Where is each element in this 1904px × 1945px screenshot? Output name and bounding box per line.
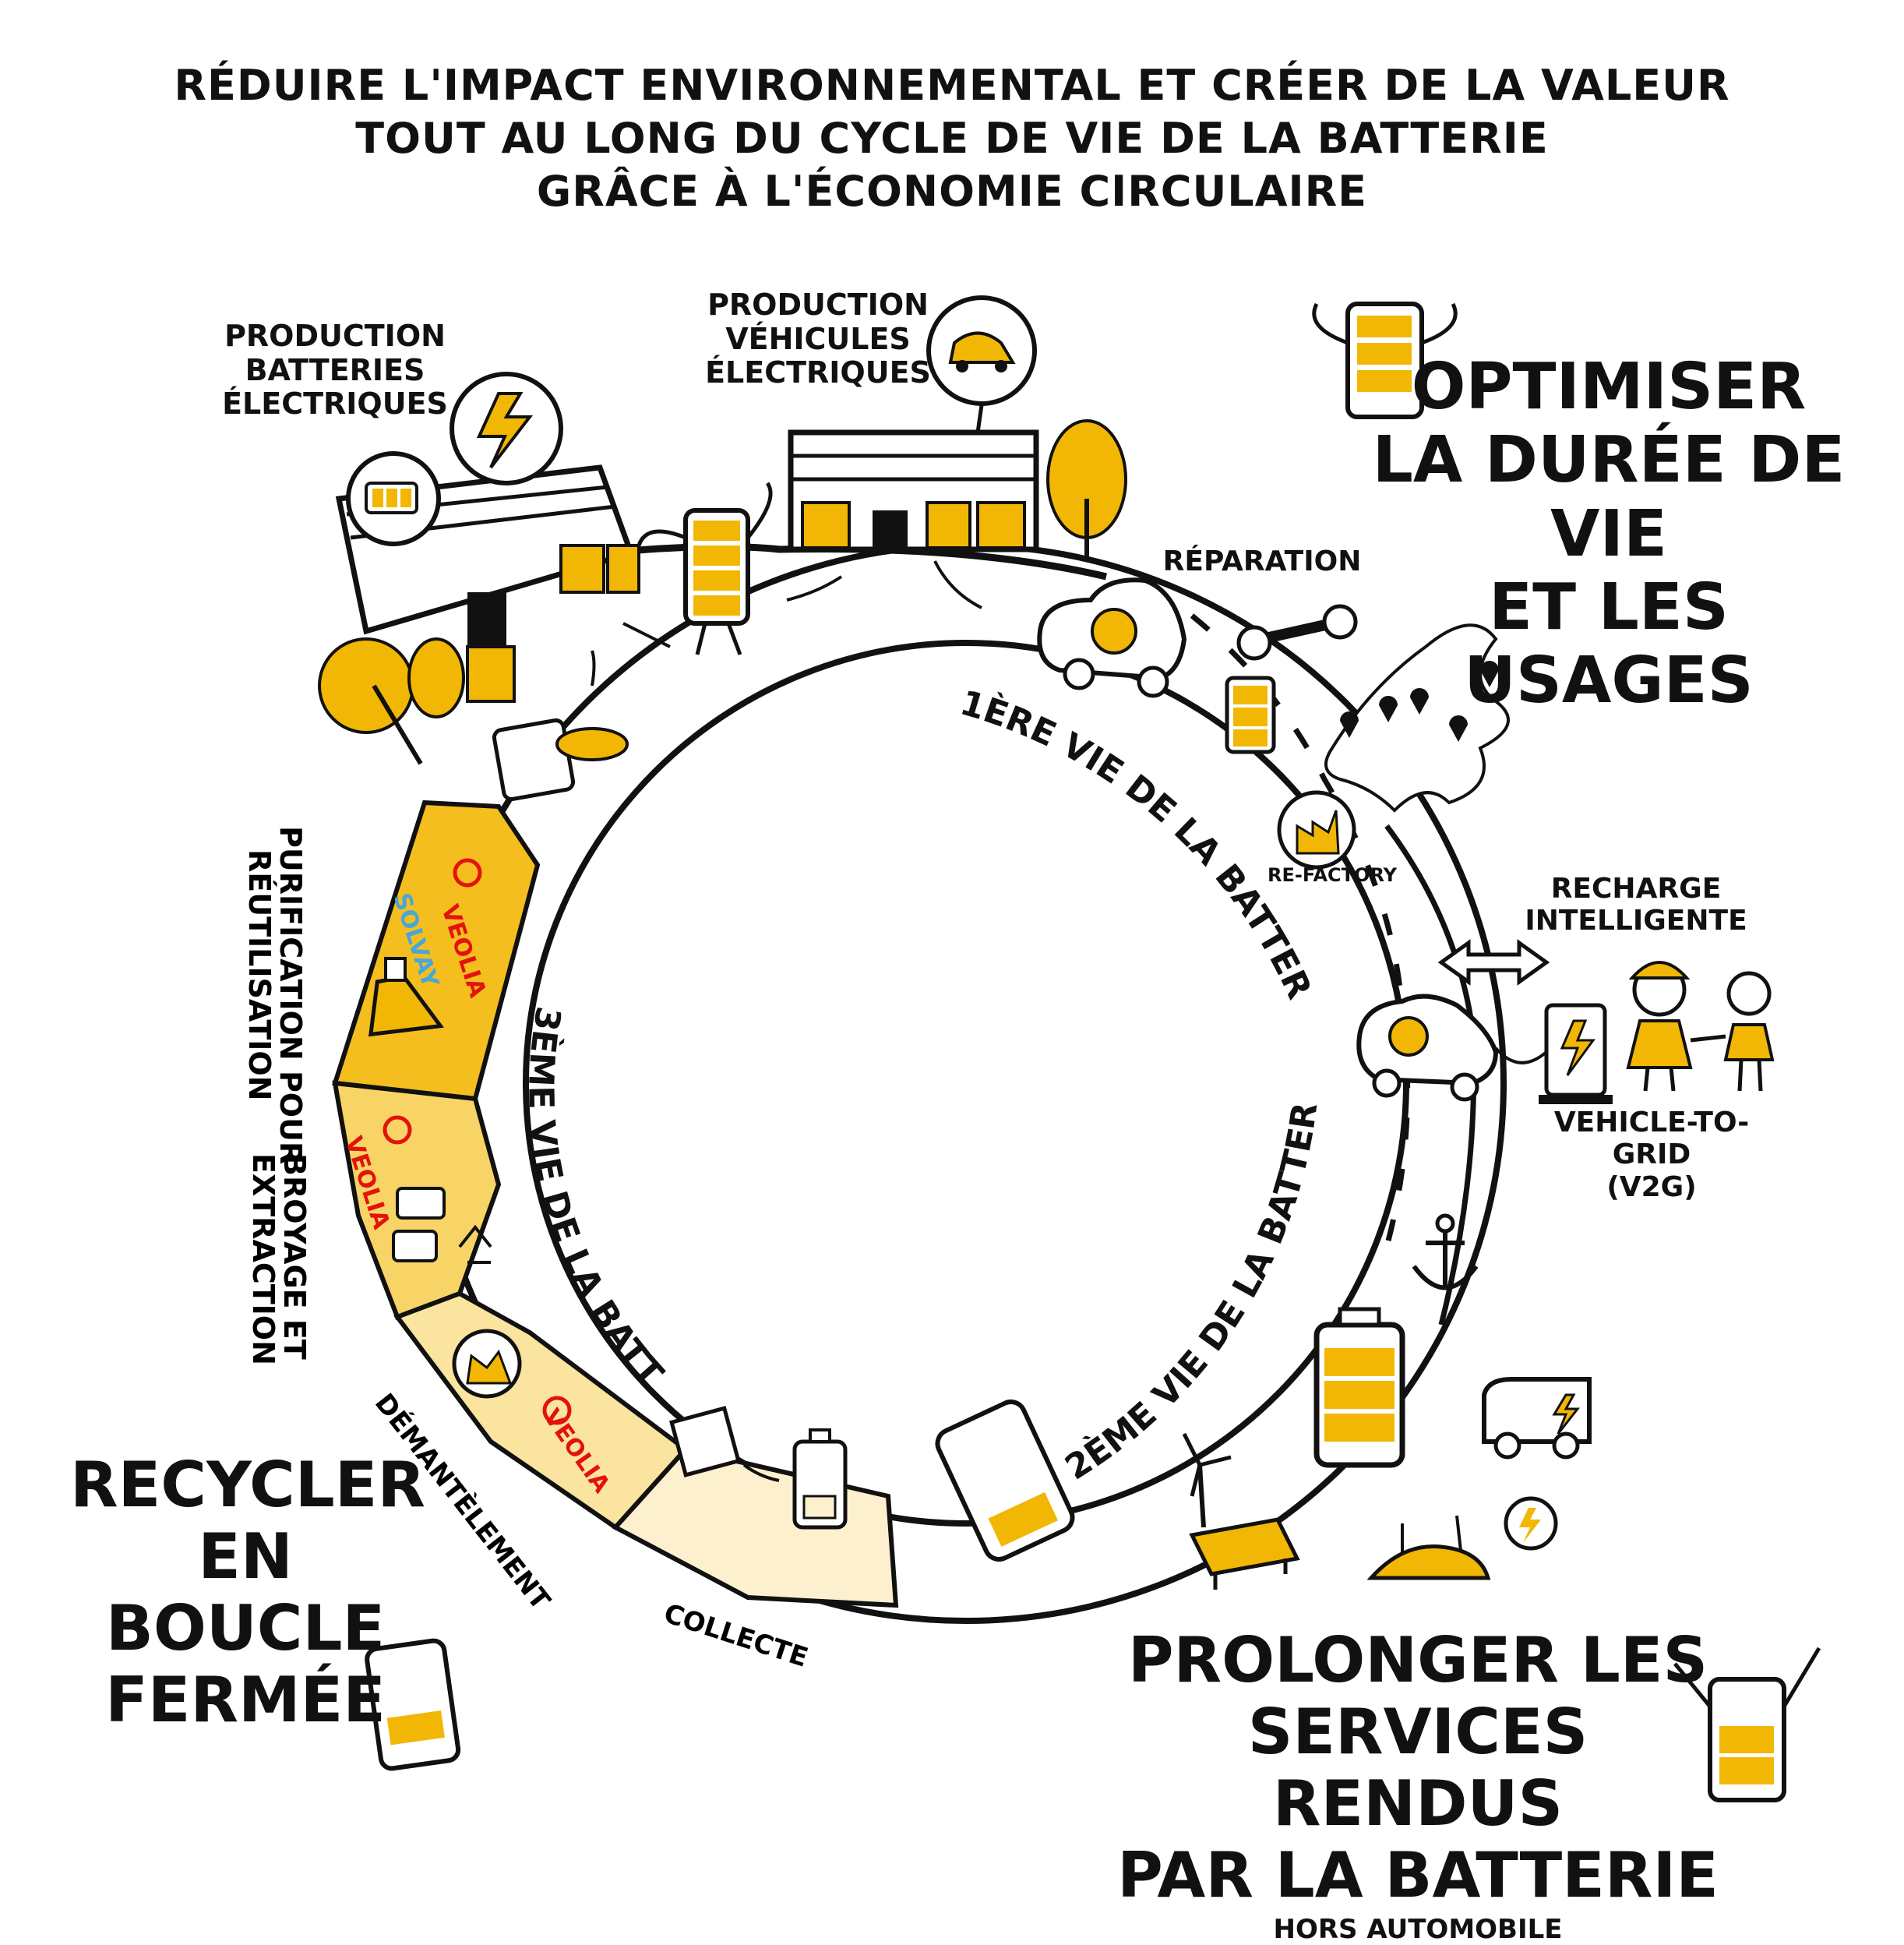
wind-turbine-icon (1182, 1432, 1232, 1528)
title-line-2: TOUT AU LONG DU CYCLE DE VIE DE LA BATTE… (355, 114, 1549, 163)
battery-icon (365, 1638, 461, 1771)
purification-label: PURIFICATION POUR RÉUTILISATION (242, 826, 308, 1164)
battery-bubble (346, 451, 441, 546)
vehicle-factory (788, 429, 1039, 552)
arrow-icon (742, 1463, 780, 1482)
tree-icon (318, 637, 465, 765)
svg-text:EXTRACTION: EXTRACTION (246, 1153, 280, 1365)
charging-station-icon (1494, 1003, 1613, 1104)
second-life-label: 2ÈME VIE DE LA BATTERIE (0, 0, 1325, 1488)
location-pin-icon (1379, 696, 1398, 722)
wrench-icon (1236, 604, 1358, 661)
battery-icon (1225, 676, 1276, 754)
title-line-3: GRÂCE À L'ÉCONOMIE CIRCULAIRE (536, 167, 1368, 216)
diagram-canvas: 1ÈRE VIE DE LA BATTERIE 2ÈME VIE DE LA B… (0, 0, 1821, 1802)
production-vehicules-label: PRODUCTION VÉHICULES ÉLECTRIQUES (705, 288, 931, 390)
recycler-headline: RECYCLER EN BOUCLE FERMÉE (70, 1449, 425, 1736)
lightning-bubble (450, 372, 563, 485)
factory-icon (1277, 790, 1356, 870)
location-pin-icon (1480, 661, 1499, 687)
refactory-label: RE-FACTORY (1268, 864, 1397, 886)
van-icon (1482, 1377, 1592, 1460)
recycle-icon (458, 1224, 492, 1264)
flask-icon (368, 957, 444, 1037)
battery-lifecycle-infographic: RÉDUIRE L'IMPACT ENVIRONNEMENTAL ET CRÉE… (0, 0, 1846, 1945)
battery-icon (792, 1428, 848, 1530)
lightning-bubble (1504, 1496, 1558, 1551)
strong-battery (1312, 302, 1458, 419)
strong-battery (636, 482, 773, 655)
title-line-1: RÉDUIRE L'IMPACT ENVIRONNEMENTAL ET CRÉE… (174, 61, 1730, 110)
arrow-icon (591, 650, 596, 687)
europe-map-icon (1324, 623, 1510, 813)
island-icon (1366, 1515, 1491, 1580)
svg-text:COLLECTE: COLLECTE (660, 1598, 812, 1674)
v2g-car (1356, 994, 1499, 1102)
broyage-label: BROYAGE ET EXTRACTION (246, 1153, 312, 1365)
car-icon (948, 331, 1016, 364)
v2g-label: VEHICLE-TO-GRID (V2G) (1553, 1107, 1750, 1203)
car-bubble (926, 295, 1037, 433)
arrow-icon (622, 622, 671, 648)
location-pin-icon (1410, 688, 1429, 715)
battery-icon (1313, 1307, 1405, 1468)
recharge-label: RECHARGE INTELLIGENTE (1525, 873, 1747, 937)
solar-panel-icon (1189, 1517, 1300, 1590)
anchor-icon (1412, 1213, 1479, 1290)
location-pin-icon (1449, 715, 1468, 742)
production-batteries-label: PRODUCTION BATTERIES ÉLECTRIQUES (222, 319, 448, 422)
arrow-icon (933, 560, 982, 609)
happy-battery (1673, 1647, 1821, 1802)
crate-icon (669, 1406, 741, 1477)
bucket-icon (492, 718, 629, 802)
electric-car (1037, 577, 1187, 698)
svg-text:RÉUTILISATION: RÉUTILISATION (242, 849, 277, 1100)
double-arrow-icon (1437, 939, 1550, 986)
prolonger-headline: PROLONGER LES SERVICES RENDUS PAR LA BAT… (1106, 1625, 1729, 1945)
arrow-icon (786, 575, 843, 602)
svg-text:PURIFICATION POUR: PURIFICATION POUR (273, 826, 308, 1164)
lightning-icon (476, 392, 534, 469)
prolonger-subtitle: HORS AUTOMOBILE (1273, 1914, 1563, 1945)
ring-segment-purification (332, 800, 541, 1102)
person-icon (1690, 971, 1775, 1092)
reparation-label: RÉPARATION (1162, 545, 1362, 577)
inner-ring (523, 640, 1409, 1527)
svg-text:BROYAGE ET: BROYAGE ET (277, 1153, 312, 1360)
factory-icon (452, 1329, 522, 1399)
optimiser-headline: OPTIMISER LA DURÉE DE VIE ET LES USAGES (1372, 350, 1846, 718)
tree-icon (1046, 419, 1127, 561)
battery-icon (935, 1399, 1075, 1562)
location-pin-icon (1340, 711, 1359, 738)
battery-icon (392, 1187, 446, 1262)
person-icon (1626, 961, 1693, 1092)
collecte-label: COLLECTE (660, 1598, 812, 1674)
